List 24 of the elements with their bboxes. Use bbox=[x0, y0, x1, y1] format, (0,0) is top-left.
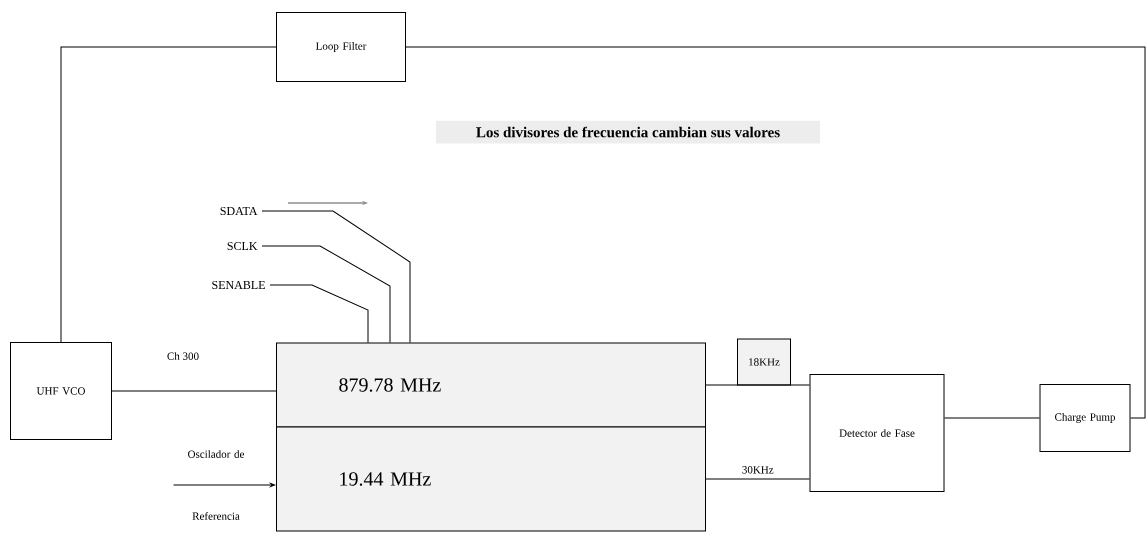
edge-label: 30KHz bbox=[740, 465, 775, 475]
connector-line bbox=[261, 245, 391, 343]
signal-label: Ch 300 bbox=[167, 352, 199, 360]
divider-block: 19.44 MHz bbox=[276, 426, 706, 532]
connector-line bbox=[111, 390, 277, 392]
block-box: Charge Pump bbox=[1039, 384, 1131, 452]
connector-line bbox=[269, 284, 369, 343]
connector-line bbox=[705, 384, 810, 386]
block-box: Loop Filter bbox=[276, 12, 406, 82]
heading: Los divisores de frecuencia cambian sus valores bbox=[435, 120, 821, 144]
connector-line bbox=[60, 46, 277, 343]
connector-line bbox=[944, 417, 1040, 419]
connector-line bbox=[405, 46, 1146, 419]
connector-line bbox=[261, 210, 411, 343]
signal-label: SDATA bbox=[220, 206, 258, 216]
connector-line bbox=[173, 483, 276, 487]
block-box: Detector de Fase bbox=[809, 374, 945, 492]
input-label: Oscilador de Referencia bbox=[188, 450, 245, 520]
signal-label: SCLK bbox=[227, 241, 258, 251]
block-box: UHF VCO bbox=[10, 342, 112, 440]
signal-label: SENABLE bbox=[212, 280, 265, 290]
divider-block: 879.78 MHz bbox=[276, 342, 706, 428]
frequency-box: 18KHz bbox=[737, 338, 791, 386]
connector-line bbox=[705, 478, 810, 480]
